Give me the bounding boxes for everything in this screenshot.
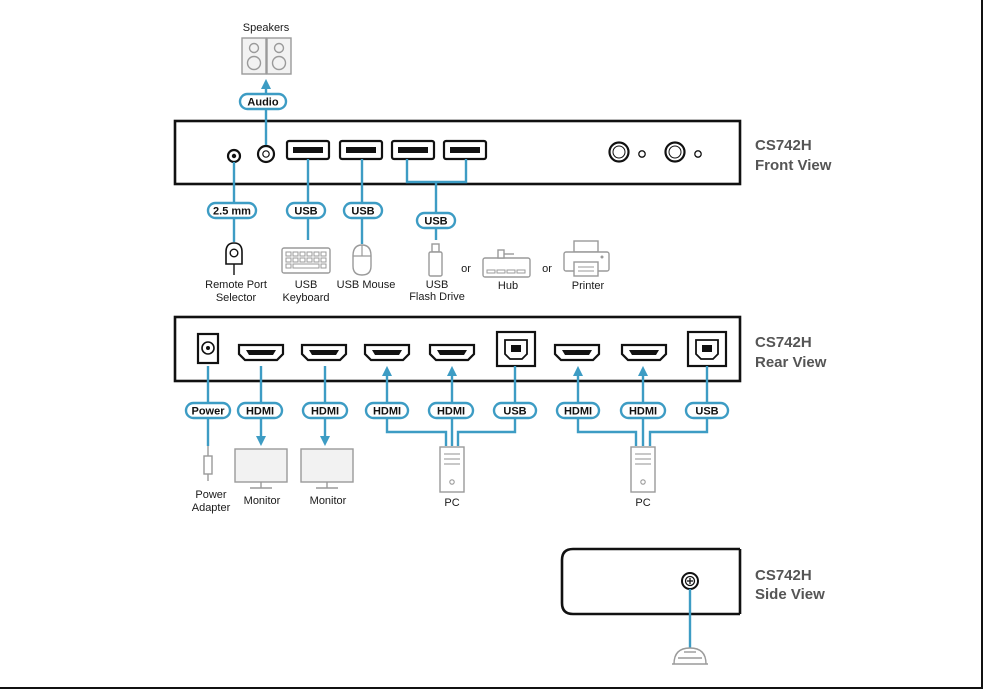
grounding-terminal-icon — [681, 572, 699, 590]
or-label-1: or — [461, 263, 471, 275]
rear-hdmi-port-3 — [363, 343, 411, 362]
front-usb-port-1 — [285, 139, 331, 161]
port-select-button-1 — [608, 141, 630, 163]
monitor-2-label: Monitor — [310, 495, 347, 507]
hub-label: Hub — [498, 280, 518, 292]
pc1-usb-cable-tag: USB — [492, 401, 538, 420]
front-usb-port-3 — [390, 139, 436, 161]
svg-text:HDMI: HDMI — [246, 406, 274, 418]
remote-port-jack — [226, 148, 242, 164]
audio-cable-tag: Audio — [238, 92, 288, 111]
usb-hub-icon — [482, 249, 531, 278]
pc-1-icon — [439, 446, 465, 493]
pc2-usb-cable-tag: USB — [684, 401, 730, 420]
pc2-hdmi-b-cable-tag: HDMI — [619, 401, 667, 420]
remote-cable-tag: 2.5 mm — [206, 201, 258, 220]
svg-text:Power: Power — [191, 406, 225, 418]
mouse-icon — [352, 244, 372, 276]
svg-text:USB: USB — [351, 206, 374, 218]
side-view-model: CS742H — [755, 567, 812, 584]
remote-port-selector-icon — [225, 242, 243, 275]
power-adapter-label-1: Power — [195, 489, 227, 501]
front-panel — [173, 119, 742, 186]
power-jack — [196, 332, 220, 365]
speakers-label: Speakers — [243, 22, 290, 34]
rear-panel — [173, 315, 742, 383]
power-adapter-icon — [203, 446, 213, 481]
svg-text:HDMI: HDMI — [564, 406, 592, 418]
rear-hdmi-port-2 — [300, 343, 348, 362]
usb-flash-label-2: Flash Drive — [409, 291, 465, 303]
monitor-1-label: Monitor — [244, 495, 281, 507]
front-view-label: Front View — [755, 157, 832, 174]
port-led-1 — [638, 150, 646, 158]
rear-view-label: Rear View — [755, 354, 827, 371]
usb-flash-label-1: USB — [426, 279, 449, 291]
ground-symbol-icon — [672, 647, 708, 665]
front-usb-port-2 — [338, 139, 384, 161]
usb-keyboard-label-1: USB — [295, 279, 318, 291]
rear-hdmi-port-5 — [553, 343, 601, 362]
monitor-1-icon — [234, 448, 288, 489]
usb-flash-drive-icon — [428, 243, 443, 277]
usb-keyboard-cable-tag: USB — [285, 201, 327, 220]
rear-usb-b-port-1 — [495, 330, 537, 368]
svg-text:USB: USB — [294, 206, 317, 218]
pc-2-label: PC — [635, 497, 650, 509]
side-panel — [560, 547, 742, 616]
remote-port-label-1: Remote Port — [205, 279, 267, 291]
svg-text:USB: USB — [695, 406, 718, 418]
port-select-button-2 — [664, 141, 686, 163]
svg-text:HDMI: HDMI — [629, 406, 657, 418]
pc1-hdmi-b-cable-tag: HDMI — [427, 401, 475, 420]
monitor-2-icon — [300, 448, 354, 489]
svg-text:USB: USB — [424, 216, 447, 228]
hdmi-monitor-2-cable-tag: HDMI — [301, 401, 349, 420]
svg-text:Audio: Audio — [247, 97, 278, 109]
rear-hdmi-port-4 — [428, 343, 476, 362]
rear-hdmi-port-6 — [620, 343, 668, 362]
usb-mouse-cable-tag: USB — [342, 201, 384, 220]
or-label-2: or — [542, 263, 552, 275]
pc1-hdmi-a-cable-tag: HDMI — [364, 401, 410, 420]
usb-peripheral-cable-tag: USB — [415, 211, 457, 230]
svg-text:HDMI: HDMI — [311, 406, 339, 418]
printer-label: Printer — [572, 280, 605, 292]
pc2-hdmi-a-cable-tag: HDMI — [555, 401, 601, 420]
rear-usb-b-port-2 — [686, 330, 728, 368]
side-view-label: Side View — [755, 586, 825, 603]
pc-2-icon — [630, 446, 656, 493]
rear-hdmi-port-1 — [237, 343, 285, 362]
pc-1-label: PC — [444, 497, 459, 509]
svg-text:2.5 mm: 2.5 mm — [213, 206, 251, 218]
usb-keyboard-label-2: Keyboard — [282, 292, 329, 304]
svg-text:HDMI: HDMI — [373, 406, 401, 418]
remote-port-label-2: Selector — [216, 292, 257, 304]
keyboard-icon — [281, 247, 331, 274]
front-view-model: CS742H — [755, 137, 812, 154]
hdmi-monitor-1-cable-tag: HDMI — [236, 401, 284, 420]
printer-icon — [563, 240, 610, 277]
power-adapter-label-2: Adapter — [192, 502, 231, 514]
svg-text:USB: USB — [503, 406, 526, 418]
usb-mouse-label: USB Mouse — [337, 279, 396, 291]
speakers-icon — [241, 37, 292, 75]
svg-text:HDMI: HDMI — [437, 406, 465, 418]
audio-jack — [256, 144, 276, 164]
rear-view-model: CS742H — [755, 334, 812, 351]
port-led-2 — [694, 150, 702, 158]
power-cable-tag: Power — [184, 401, 232, 420]
front-usb-port-4 — [442, 139, 488, 161]
